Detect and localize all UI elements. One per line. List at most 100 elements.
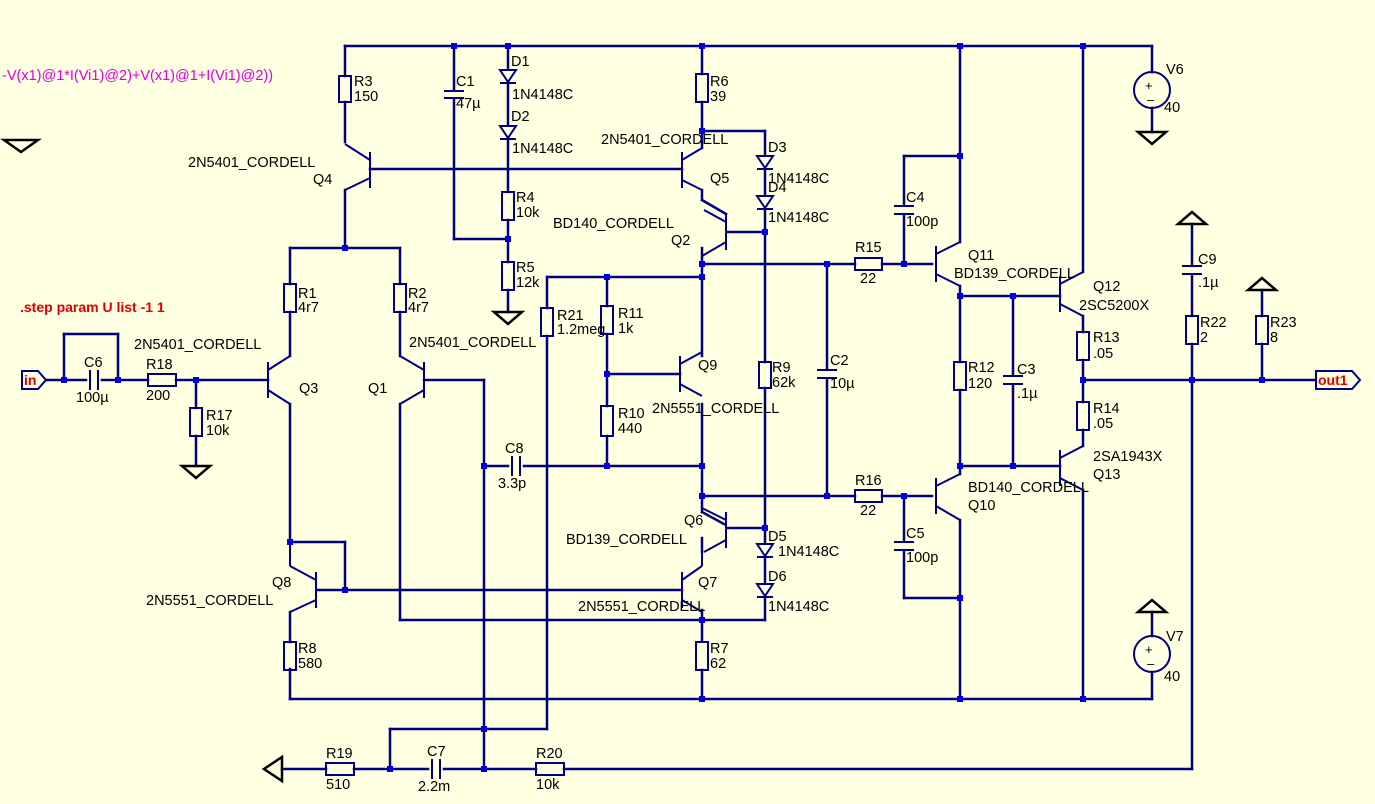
Q5-model: 2N5401_CORDELL <box>601 132 728 148</box>
junction-dot <box>901 261 907 267</box>
Q4[interactable] <box>344 143 371 191</box>
C8[interactable] <box>511 456 521 476</box>
V6[interactable]: + – <box>1133 70 1171 109</box>
R3-value: 150 <box>354 89 378 105</box>
D1[interactable] <box>498 69 518 84</box>
R10[interactable] <box>600 405 614 437</box>
Q2[interactable] <box>701 209 727 257</box>
R2[interactable] <box>393 283 407 313</box>
V7[interactable]: + – <box>1133 635 1171 673</box>
R18-ref: R18 <box>146 357 173 373</box>
R19[interactable] <box>325 762 355 776</box>
R8[interactable] <box>283 641 297 671</box>
C1-value: 47µ <box>456 96 481 112</box>
R7[interactable] <box>695 641 709 671</box>
C5[interactable] <box>894 541 914 551</box>
output-port[interactable] <box>1315 370 1362 390</box>
C4[interactable] <box>894 205 914 215</box>
R9[interactable] <box>758 361 772 389</box>
R16[interactable] <box>854 489 883 503</box>
D1-ref: D1 <box>511 54 530 70</box>
R12[interactable] <box>953 361 967 391</box>
junction-dot <box>115 377 121 383</box>
C2[interactable] <box>817 369 837 379</box>
R15[interactable] <box>854 257 883 271</box>
Q10[interactable] <box>935 473 961 521</box>
D2-value: 1N4148C <box>512 141 573 157</box>
Q6[interactable] <box>701 507 727 553</box>
Q12-model: 2SC5200X <box>1079 298 1149 314</box>
C8-value: 3.3p <box>498 476 526 492</box>
Q1[interactable] <box>399 355 425 405</box>
R7-value: 62 <box>710 656 726 672</box>
R20-value: 10k <box>536 777 560 793</box>
junction-dot <box>1189 377 1195 383</box>
R1[interactable] <box>283 283 297 313</box>
Q1-model: 2N5401_CORDELL <box>409 335 536 351</box>
sources: + – + – <box>1133 70 1171 673</box>
R6[interactable] <box>695 73 709 103</box>
Q10-model: BD140_CORDELL <box>968 480 1089 496</box>
junction-dot <box>957 153 963 159</box>
Q5[interactable] <box>681 147 703 191</box>
R11-ref: R11 <box>618 306 644 322</box>
R19-ref: R19 <box>326 746 353 762</box>
Q8[interactable] <box>289 542 317 613</box>
Q4-ref: Q4 <box>313 172 332 188</box>
R9-value: 62k <box>772 375 796 391</box>
V6-value: 40 <box>1164 100 1180 116</box>
input-port[interactable] <box>21 370 48 390</box>
R5-ref: R5 <box>516 260 535 276</box>
R4[interactable] <box>501 191 515 221</box>
C1-ref: C1 <box>456 74 475 90</box>
Q7[interactable] <box>681 552 703 613</box>
Q12[interactable] <box>1059 271 1084 317</box>
C3[interactable] <box>1003 375 1023 385</box>
Q2-ref: Q2 <box>671 233 690 249</box>
junction-dot <box>1010 463 1016 469</box>
D2[interactable] <box>498 125 518 140</box>
Q9[interactable] <box>679 351 703 397</box>
D5[interactable] <box>755 543 775 558</box>
R2-value: 4r7 <box>408 300 429 316</box>
C6-ref: C6 <box>84 355 103 371</box>
Q13[interactable] <box>1059 445 1084 491</box>
C6[interactable] <box>89 370 99 390</box>
D4[interactable] <box>755 195 775 210</box>
R17[interactable] <box>189 407 203 437</box>
junction-dot <box>762 525 768 531</box>
R23[interactable] <box>1255 315 1269 345</box>
junctions <box>61 43 1265 772</box>
D6[interactable] <box>755 583 775 598</box>
Q11[interactable] <box>935 241 961 287</box>
R22[interactable] <box>1185 315 1199 345</box>
Q5-ref: Q5 <box>710 171 729 187</box>
R5[interactable] <box>501 261 515 291</box>
R13-ref: R13 <box>1093 330 1120 346</box>
Q4-model: 2N5401_CORDELL <box>188 155 315 171</box>
D3[interactable] <box>755 155 775 170</box>
C4-ref: C4 <box>906 190 925 206</box>
R21[interactable] <box>540 307 554 337</box>
R14[interactable] <box>1076 401 1090 431</box>
Q12-ref: Q12 <box>1093 279 1120 295</box>
ground-icon <box>1134 130 1170 146</box>
junction-dot <box>957 463 963 469</box>
Q3-model: 2N5401_CORDELL <box>134 337 261 353</box>
Q3[interactable] <box>267 355 291 405</box>
Q3-ref: Q3 <box>299 381 318 397</box>
R3[interactable] <box>338 75 352 103</box>
C1[interactable] <box>444 90 464 99</box>
R20[interactable] <box>535 762 565 776</box>
junction-dot <box>699 43 705 49</box>
C7-value: 2.2m <box>418 779 450 795</box>
Q11-ref: Q11 <box>968 248 994 264</box>
R16-ref: R16 <box>855 473 882 489</box>
R13[interactable] <box>1076 331 1090 361</box>
R18[interactable] <box>147 373 177 387</box>
C7[interactable] <box>431 759 441 779</box>
R11[interactable] <box>600 305 614 335</box>
D6-value: 1N4148C <box>768 599 829 615</box>
C9[interactable] <box>1182 265 1202 275</box>
junction-dot <box>1080 377 1086 383</box>
